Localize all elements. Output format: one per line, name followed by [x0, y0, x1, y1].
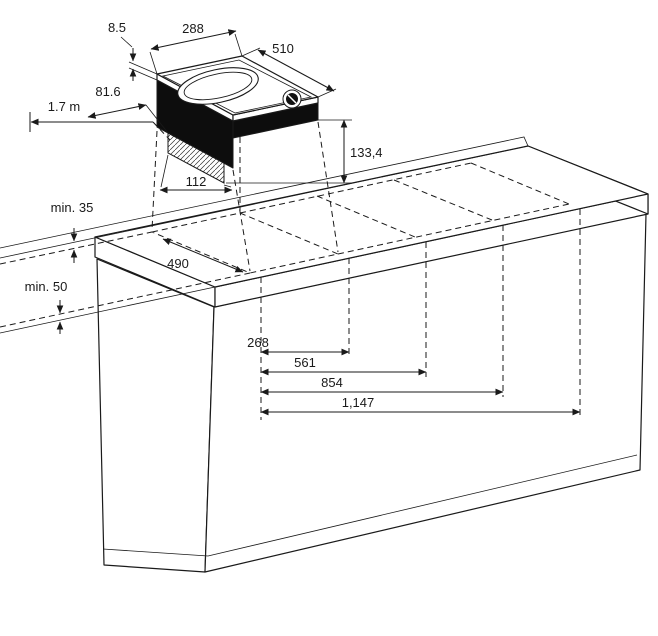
cutout-back-line-extension	[0, 231, 153, 265]
dim-cutout-width-quad: 1,147	[260, 395, 581, 416]
dim-connection-offset-label: 81.6	[95, 84, 120, 99]
dim-cutout-width-quad-label: 1,147	[342, 395, 375, 410]
appliance	[156, 55, 319, 184]
module-divider-4	[470, 162, 570, 205]
dim-cutout-width-single: 268	[247, 335, 350, 356]
dim-min-rear-clearance-label: min. 35	[51, 200, 94, 215]
cooking-zone	[177, 67, 259, 105]
dim-build-in-depth: 133,4	[226, 119, 383, 184]
plinth-line-front	[207, 454, 638, 557]
dim-connection-offset: 81.6	[87, 84, 169, 134]
module-divider-3	[393, 179, 493, 221]
dim-min-front-clearance-label: min. 50	[25, 279, 68, 294]
dim-appliance-depth: 510	[241, 41, 337, 98]
appliance-drop-front-right	[317, 121, 339, 253]
dim-cutout-width-double: 561	[260, 355, 427, 376]
dim-cable-length-label: 1.7 m	[48, 99, 81, 114]
appliance-drop-front-left	[232, 169, 251, 272]
plinth-line-left	[102, 548, 209, 557]
dim-base-width-label: 112	[186, 174, 207, 189]
dim-cable-length: 1.7 m	[29, 99, 171, 141]
dim-appliance-width-label: 288	[182, 21, 204, 36]
dimensions: 8.5 288 510 81.6 1.7 m	[25, 20, 581, 416]
dim-cutout-width-single-label: 268	[247, 335, 269, 350]
counter-back-edge-extension	[0, 145, 529, 259]
dim-cutout-depth-label: 490	[167, 256, 189, 271]
cutout-projection	[0, 121, 581, 420]
dim-min-rear-clearance: min. 35	[51, 200, 94, 263]
dim-build-in-depth-label: 133,4	[350, 145, 383, 160]
dim-rim-height-label: 8.5	[108, 20, 126, 35]
counter-front-edge-extension	[0, 286, 216, 334]
cutout-front-line-extension	[0, 272, 251, 328]
dim-cutout-width-double-label: 561	[294, 355, 316, 370]
counter-back-rail	[0, 136, 529, 249]
dim-base-width: 112	[159, 154, 233, 194]
cooking-zone-inner-oval	[183, 71, 253, 101]
dim-appliance-depth-label: 510	[272, 41, 294, 56]
appliance-drop-back-left	[151, 130, 158, 231]
dim-appliance-width: 288	[149, 21, 243, 75]
dim-rim-height: 8.5	[108, 20, 158, 81]
dim-cutout-width-triple: 854	[260, 375, 504, 396]
cabinet-left-face	[96, 258, 215, 573]
dim-cutout-width-triple-label: 854	[321, 375, 343, 390]
dim-min-front-clearance: min. 50	[25, 279, 68, 334]
dim-cutout-depth: 490	[162, 238, 244, 273]
control-knob-slot	[287, 94, 297, 104]
module-divider-2	[316, 195, 416, 238]
appliance-base-hatched	[167, 132, 225, 184]
